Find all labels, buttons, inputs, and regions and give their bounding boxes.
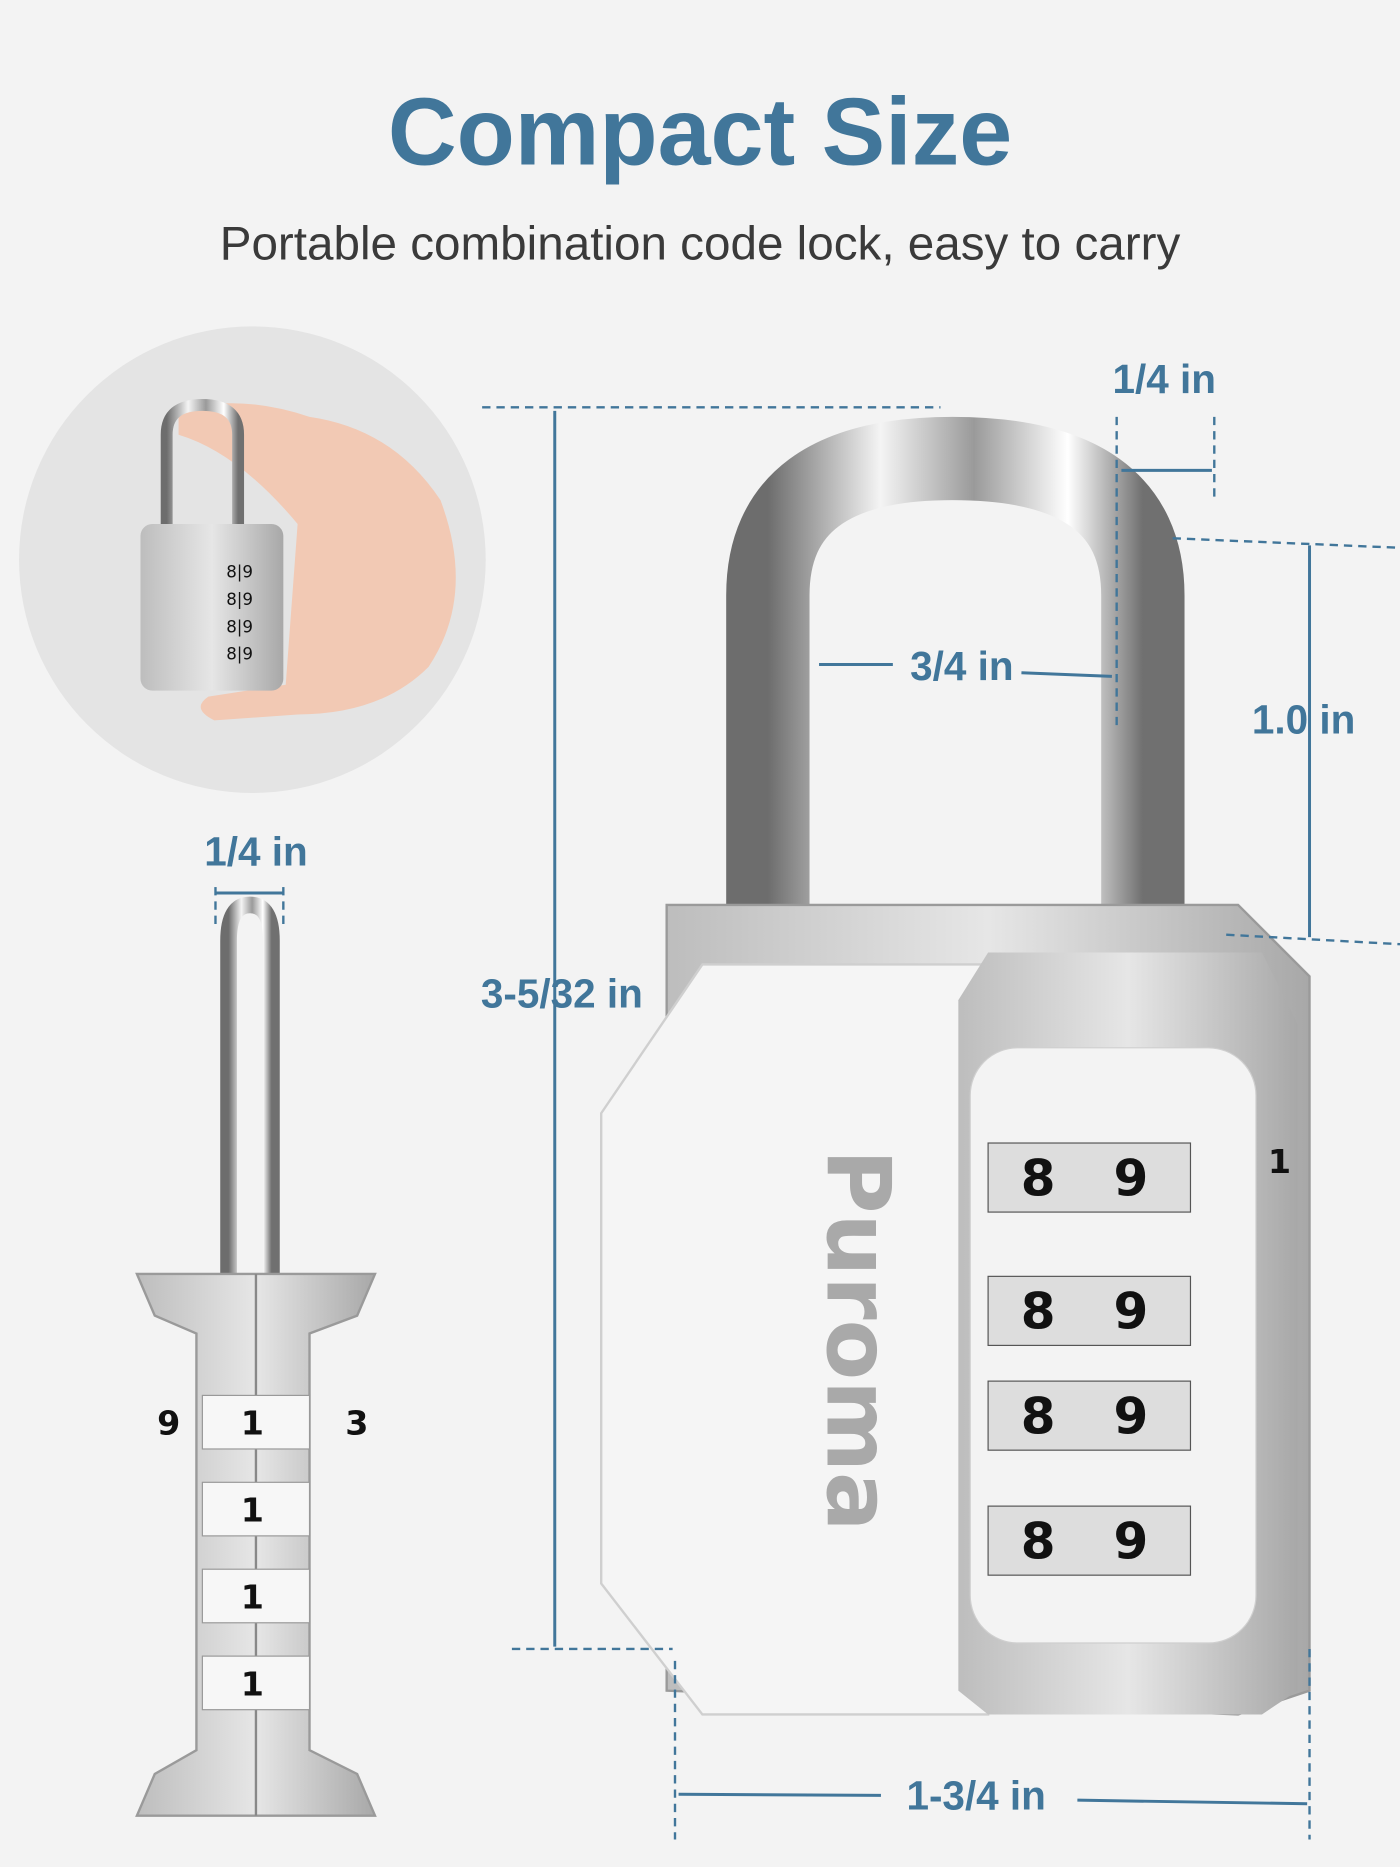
dial-digit: 8	[1021, 1388, 1056, 1446]
dimension-annotations: 3-5/32 in 1/4 in 3/4 in 1.0 in 1-3/4 in	[481, 356, 1400, 1840]
side-dial-2: 1	[241, 1491, 264, 1530]
side-left-digit: 9	[157, 1404, 180, 1443]
shackle-clearance-label: 1.0 in	[1252, 697, 1355, 743]
page-subtitle: Portable combination code lock, easy to …	[220, 218, 1181, 271]
shackle-inner-width-label: 3/4 in	[910, 643, 1013, 689]
dial-digit: 9	[1114, 1283, 1149, 1341]
side-right-digit: 3	[345, 1404, 368, 1443]
svg-text:8|9: 8|9	[226, 645, 253, 664]
dial-digit: 8	[1021, 1513, 1056, 1571]
total-height-label: 3-5/32 in	[481, 970, 643, 1016]
side-shackle-thickness-label: 1/4 in	[204, 829, 307, 875]
side-view-lock: 1 1 1 1 9 3 1/4 in	[135, 829, 377, 1817]
svg-text:8|9: 8|9	[226, 563, 253, 582]
dial-digit: 9	[1114, 1149, 1149, 1207]
hand-holding-lock-inset: 8|9 8|9 8|9 8|9	[19, 326, 486, 794]
dial-digit: 8	[1021, 1149, 1056, 1207]
body-width-label: 1-3/4 in	[906, 1773, 1045, 1819]
shackle-thickness-label: 1/4 in	[1113, 356, 1216, 402]
svg-text:8|9: 8|9	[226, 617, 253, 636]
dial-digit: 9	[1114, 1513, 1149, 1571]
front-dials: 8 9 8 9 8 9 8 9 1	[987, 1142, 1291, 1576]
svg-text:8|9: 8|9	[226, 590, 253, 609]
side-dial-1: 1	[241, 1404, 264, 1443]
side-dial-3: 1	[241, 1578, 264, 1617]
brand-logo: Puroma	[806, 1149, 909, 1531]
dial-digit: 9	[1114, 1388, 1149, 1446]
main-padlock: Puroma 8 9 8 9 8 9 8 9 1	[600, 416, 1311, 1716]
dial-digit: 8	[1021, 1283, 1056, 1341]
edge-digit: 1	[1268, 1142, 1291, 1181]
page-title: Compact Size	[388, 79, 1012, 185]
side-dial-4: 1	[241, 1664, 264, 1703]
